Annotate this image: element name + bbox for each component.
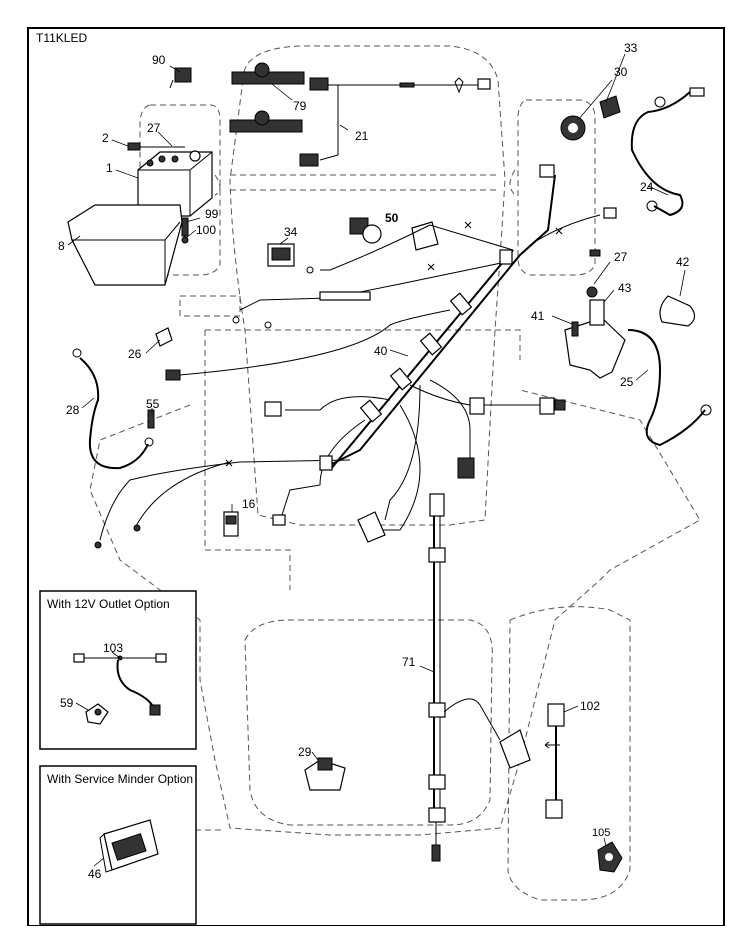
callout-102: 102 xyxy=(580,699,600,713)
part-79-switch-sensors xyxy=(229,62,305,133)
callout-59: 59 xyxy=(60,696,74,710)
callout-40: 40 xyxy=(374,344,388,358)
part-42-terminal-cover xyxy=(659,295,696,327)
callout-90: 90 xyxy=(152,53,166,67)
part-90-connector xyxy=(169,67,192,89)
callout-30: 30 xyxy=(614,65,628,79)
fuse-holder xyxy=(411,221,439,251)
part-99-100-hardware xyxy=(181,217,189,244)
callout-71: 71 xyxy=(402,655,416,669)
callout-105: 105 xyxy=(592,827,610,839)
callout-2: 2 xyxy=(102,131,109,145)
part-26-fuse xyxy=(155,327,173,347)
service-minder-option-box: With Service Minder Option xyxy=(39,765,197,925)
part-21-jumper-harness xyxy=(299,77,491,167)
part-105-solenoid xyxy=(597,841,623,873)
callout-103: 103 xyxy=(103,641,123,655)
part-28-ground-cable xyxy=(72,348,154,470)
callout-41: 41 xyxy=(531,309,545,323)
part-24-battery-cable xyxy=(630,87,705,217)
part-102-sensor xyxy=(544,703,565,819)
callout-100: 100 xyxy=(196,223,216,237)
part-1-battery xyxy=(137,150,213,217)
callout-1: 1 xyxy=(106,161,113,175)
callout-28: 28 xyxy=(66,403,80,417)
part-40-main-harness xyxy=(94,164,617,549)
part-8-battery-tray xyxy=(67,204,183,286)
callout-27-top: 27 xyxy=(147,121,161,135)
part-50-switch xyxy=(349,217,382,244)
model-code: T11KLED xyxy=(36,31,87,45)
callout-99: 99 xyxy=(205,207,219,221)
callout-34: 34 xyxy=(284,225,298,239)
callout-27-right: 27 xyxy=(614,250,628,264)
callout-labels: 90 79 21 30 33 2 27 1 24 99 100 50 8 34 … xyxy=(58,41,690,881)
outlet-option-box: With 12V Outlet Option xyxy=(39,590,197,750)
part-16-connector xyxy=(223,511,239,537)
callout-79: 79 xyxy=(293,99,307,113)
part-33-relay xyxy=(599,95,621,119)
callout-26: 26 xyxy=(128,347,142,361)
callout-33: 33 xyxy=(624,41,638,55)
part-2-bolt xyxy=(127,142,185,151)
part-29-pto-switch xyxy=(304,757,346,791)
part-43-starter-solenoid xyxy=(564,286,626,379)
part-71-harness xyxy=(428,493,531,862)
callout-25: 25 xyxy=(620,375,634,389)
callout-55: 55 xyxy=(146,397,160,411)
callout-43: 43 xyxy=(618,281,632,295)
callout-29: 29 xyxy=(298,745,312,759)
callout-8: 8 xyxy=(58,239,65,253)
callout-46: 46 xyxy=(88,867,102,881)
part-34-switch xyxy=(267,243,295,267)
callout-16: 16 xyxy=(242,497,256,511)
callout-leaders xyxy=(67,53,686,867)
callout-42: 42 xyxy=(676,255,690,269)
part-30-ignition-switch xyxy=(560,115,586,141)
part-55-bolt xyxy=(147,409,155,429)
outlet-option-label: With 12V Outlet Option xyxy=(47,597,170,611)
part-25-battery-cable xyxy=(627,329,712,447)
service-minder-option-label: With Service Minder Option xyxy=(47,772,193,786)
callout-21: 21 xyxy=(355,129,369,143)
callout-24: 24 xyxy=(640,180,654,194)
callout-50: 50 xyxy=(385,211,399,225)
